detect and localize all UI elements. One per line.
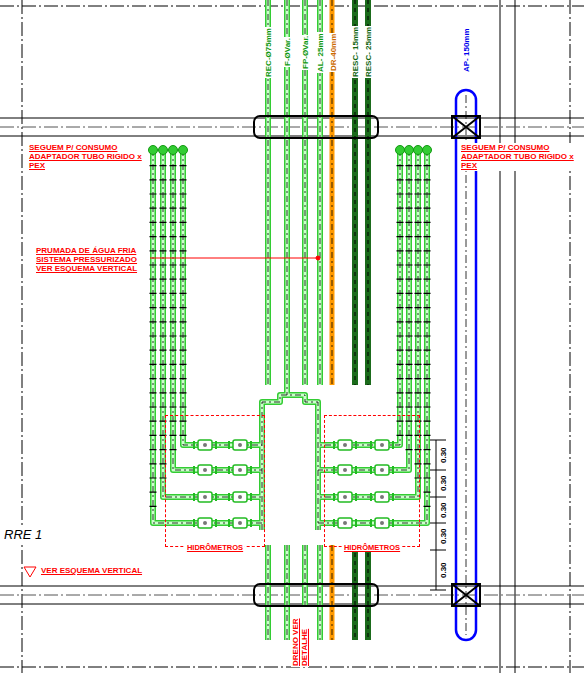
pipe-tick-marks: [153, 165, 427, 515]
callout-note: SEGUEM P/ CONSUMO ADAPTADOR TUBO RIGIDO …: [28, 143, 148, 171]
water-meters: [334, 465, 356, 475]
water-meters: [371, 492, 393, 502]
water-meters: [229, 492, 251, 502]
pipe-caps: [169, 146, 178, 155]
water-meters: [194, 465, 216, 475]
tower-name: RRE 1: [3, 528, 43, 543]
pipe-sleeves: [452, 116, 480, 138]
pipe-label: FP-ØVar.: [301, 35, 310, 70]
callout-note: PRUMADA DE ÁGUA FRIA SISTEMA PRESSURIZAD…: [35, 246, 149, 274]
pipe-sleeves: [254, 584, 378, 606]
meter-group-title: HIDRÔMETROS: [342, 544, 402, 552]
pipe-caps: [414, 146, 423, 155]
pipe-label: F-ØVar.: [283, 37, 292, 67]
callout-note: SEGUEM P/ CONSUMO ADAPTADOR TUBO RIGIDO …: [460, 143, 580, 171]
meter-group-title: HIDRÔMETROS: [185, 544, 245, 552]
pipe-sleeves: [254, 116, 480, 606]
water-meters: [371, 440, 393, 450]
pipe-caps: [149, 146, 432, 155]
green-pipes: [153, 0, 427, 640]
orange-pipe: [332, 0, 333, 640]
dimension-value: 0.30: [439, 501, 448, 519]
water-meters: [371, 518, 393, 528]
meter-group-box: HIDRÔMETROS: [165, 415, 265, 547]
pipe-sleeves: [452, 584, 480, 606]
grid-lines: [500, 0, 515, 673]
green-pipes: [153, 0, 427, 640]
pipe-label: DR-40mm: [329, 33, 338, 72]
orange-pipe: [332, 0, 333, 640]
pipe-caps: [159, 146, 168, 155]
callout-note: DRENO VER DETALHE: [291, 607, 309, 667]
pipe-caps: [423, 146, 432, 155]
water-meters: [334, 492, 356, 502]
green-pipes: [153, 0, 427, 640]
pipe-caps: [405, 146, 414, 155]
pipe-label: RESC- 15mm: [351, 26, 360, 78]
meter-group-box: HIDRÔMETROS: [324, 415, 420, 547]
dimension-value: 0.30: [439, 446, 448, 464]
pipe-label: AP- 150mm: [462, 27, 471, 73]
water-meters: [194, 440, 216, 450]
orange-pipe: [330, 0, 335, 640]
leader-line: [150, 256, 320, 260]
dimension-value: 0.30: [439, 527, 448, 545]
pipe-tick-marks: [153, 165, 427, 515]
pipe-label: REC-Ø75mm: [264, 27, 273, 78]
grid-lines: [0, 6, 584, 667]
water-meters: [229, 518, 251, 528]
water-meters: [371, 465, 393, 475]
grid-lines: [22, 0, 570, 673]
callout-note: VER ESQUEMA VERTICAL: [40, 566, 143, 575]
blue-rain-pipe: [466, 95, 467, 635]
dimension-value: 0.30: [439, 561, 448, 579]
pipe-sleeves: [452, 116, 480, 138]
leader-line: [316, 256, 320, 260]
pipe-caps: [149, 146, 158, 155]
pipe-label: AL- 25mm: [316, 32, 325, 73]
blue-rain-pipe: [456, 90, 476, 640]
water-meters: [334, 518, 356, 528]
pipe-sleeves: [254, 116, 378, 138]
water-meters: [229, 440, 251, 450]
leader-line: [150, 258, 318, 259]
water-meters: [194, 518, 216, 528]
level-triangle: [24, 567, 36, 577]
water-meters: [194, 440, 393, 528]
water-meters: [334, 440, 356, 450]
pipe-caps: [179, 146, 188, 155]
level-triangle: [24, 567, 36, 577]
blue-rain-pipe: [456, 90, 476, 640]
grid-lines: [0, 127, 584, 595]
dimension-value: 0.30: [439, 474, 448, 492]
water-meters: [194, 492, 216, 502]
grid-lines: [0, 118, 584, 604]
water-meters: [229, 465, 251, 475]
green-pipes: [153, 0, 427, 640]
pipe-sleeves: [452, 584, 480, 606]
pipe-label: RESC- 25mm: [364, 26, 373, 78]
pipe-caps: [396, 146, 405, 155]
